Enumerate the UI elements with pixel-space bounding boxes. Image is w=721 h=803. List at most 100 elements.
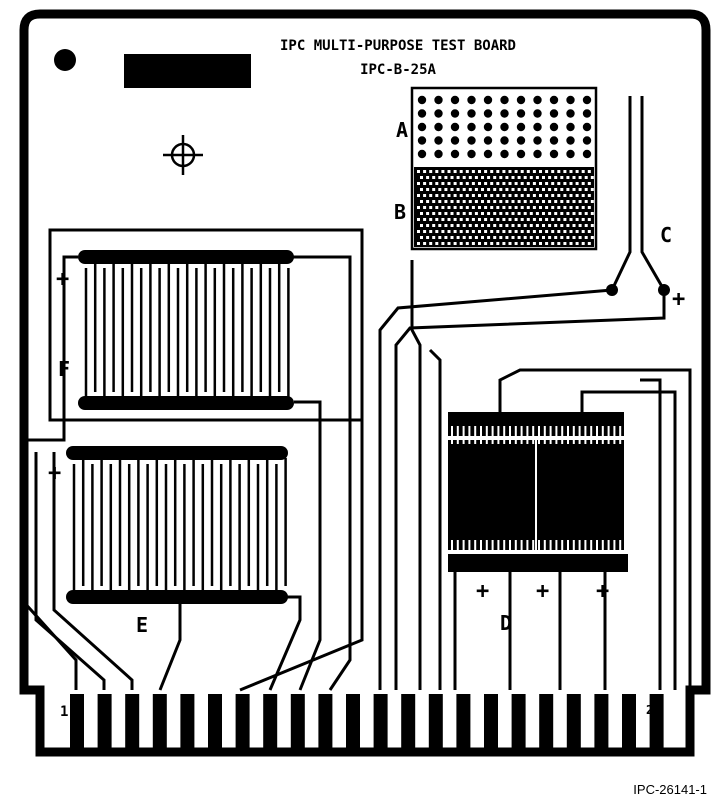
mesh-hole [438, 212, 442, 215]
mesh-hole [450, 236, 454, 239]
mesh-hole [438, 176, 442, 179]
mesh-hole [557, 194, 561, 197]
mesh-hole [526, 206, 530, 209]
mesh-hole [535, 188, 539, 191]
mesh-hole [420, 176, 423, 179]
mesh-hole [520, 182, 524, 185]
routing-traces [20, 255, 662, 692]
mesh-hole [453, 206, 457, 209]
mesh-hole [456, 176, 460, 179]
mesh-hole [447, 182, 451, 185]
mesh-hole [417, 194, 420, 197]
mesh-hole [578, 188, 582, 191]
mesh-hole [484, 170, 488, 173]
mesh-hole [471, 194, 475, 197]
mesh-hole [429, 170, 433, 173]
pad-dot [566, 136, 575, 145]
mesh-hole [459, 218, 463, 221]
mesh-hole [545, 230, 549, 233]
mesh-hole [578, 212, 582, 215]
mesh-hole [569, 242, 573, 245]
mesh-hole [487, 176, 491, 179]
pad-dot [533, 109, 542, 118]
mesh-hole [587, 206, 591, 209]
mesh-hole [514, 206, 518, 209]
pad-dot [483, 136, 493, 145]
mesh-hole [456, 188, 460, 191]
mesh-hole [450, 212, 454, 215]
mesh-hole [590, 212, 594, 215]
pad-dot [566, 149, 575, 159]
pad-dot [483, 149, 493, 159]
mesh-hole [572, 236, 576, 239]
mesh-hole [520, 230, 524, 233]
pad-dot [582, 136, 592, 145]
mesh-hole [575, 230, 579, 233]
mesh-hole [417, 230, 420, 233]
pad-dot [516, 95, 526, 105]
pad-dot [500, 109, 509, 118]
board-title: IPC MULTI-PURPOSE TEST BOARD [280, 38, 516, 54]
mesh-hole [499, 236, 503, 239]
mesh-hole [557, 242, 561, 245]
mesh-hole [572, 212, 576, 215]
mesh-hole [447, 218, 451, 221]
mesh-hole [429, 206, 433, 209]
pad-dot [516, 122, 526, 132]
mesh-hole [465, 194, 469, 197]
mesh-hole [539, 242, 542, 245]
mesh-hole [526, 170, 530, 173]
mesh-hole [474, 236, 478, 239]
mesh-hole [569, 206, 573, 209]
mesh-hole [462, 236, 466, 239]
mesh-hole [545, 182, 549, 185]
plus-d-2: + [536, 579, 549, 604]
mesh-hole [520, 194, 524, 197]
mesh-hole [566, 236, 570, 239]
mesh-hole [474, 200, 478, 203]
mesh-hole [441, 206, 445, 209]
mesh-hole [490, 206, 494, 209]
mesh-hole [554, 236, 558, 239]
mesh-hole [539, 194, 542, 197]
pattern-f [48, 228, 364, 422]
mesh-hole [569, 230, 573, 233]
pad-dot [483, 109, 493, 118]
mesh-hole [426, 188, 430, 191]
mesh-hole [420, 188, 423, 191]
mesh-hole [517, 224, 521, 227]
mesh-hole [478, 218, 481, 221]
pad-dot [417, 149, 427, 159]
plus-d-3: + [596, 579, 609, 604]
mesh-hole [584, 188, 588, 191]
trace [640, 378, 662, 690]
mesh-hole [444, 212, 448, 215]
mesh-hole [569, 170, 573, 173]
mesh-hole [523, 212, 527, 215]
pad-dot [582, 149, 592, 159]
pad-dot [467, 149, 476, 159]
connector-finger [70, 694, 84, 750]
pad-dot [434, 109, 443, 118]
mesh-hole [435, 206, 439, 209]
mesh-hole [560, 188, 564, 191]
mesh-hole [417, 182, 420, 185]
connector-finger [290, 694, 305, 750]
mesh-hole [456, 236, 460, 239]
pad-dot [533, 149, 542, 159]
mesh-hole [523, 236, 527, 239]
mesh-hole [535, 224, 539, 227]
mesh-hole [474, 188, 478, 191]
mesh-hole [493, 236, 497, 239]
mesh-hole [511, 176, 515, 179]
mesh-hole [420, 212, 423, 215]
mesh-hole [462, 188, 466, 191]
connector-finger [97, 694, 112, 750]
mesh-hole [532, 194, 536, 197]
connector-finger [622, 694, 636, 750]
mesh-hole [584, 176, 588, 179]
mesh-hole [587, 182, 591, 185]
mesh-hole [490, 194, 494, 197]
mesh-hole [511, 224, 515, 227]
